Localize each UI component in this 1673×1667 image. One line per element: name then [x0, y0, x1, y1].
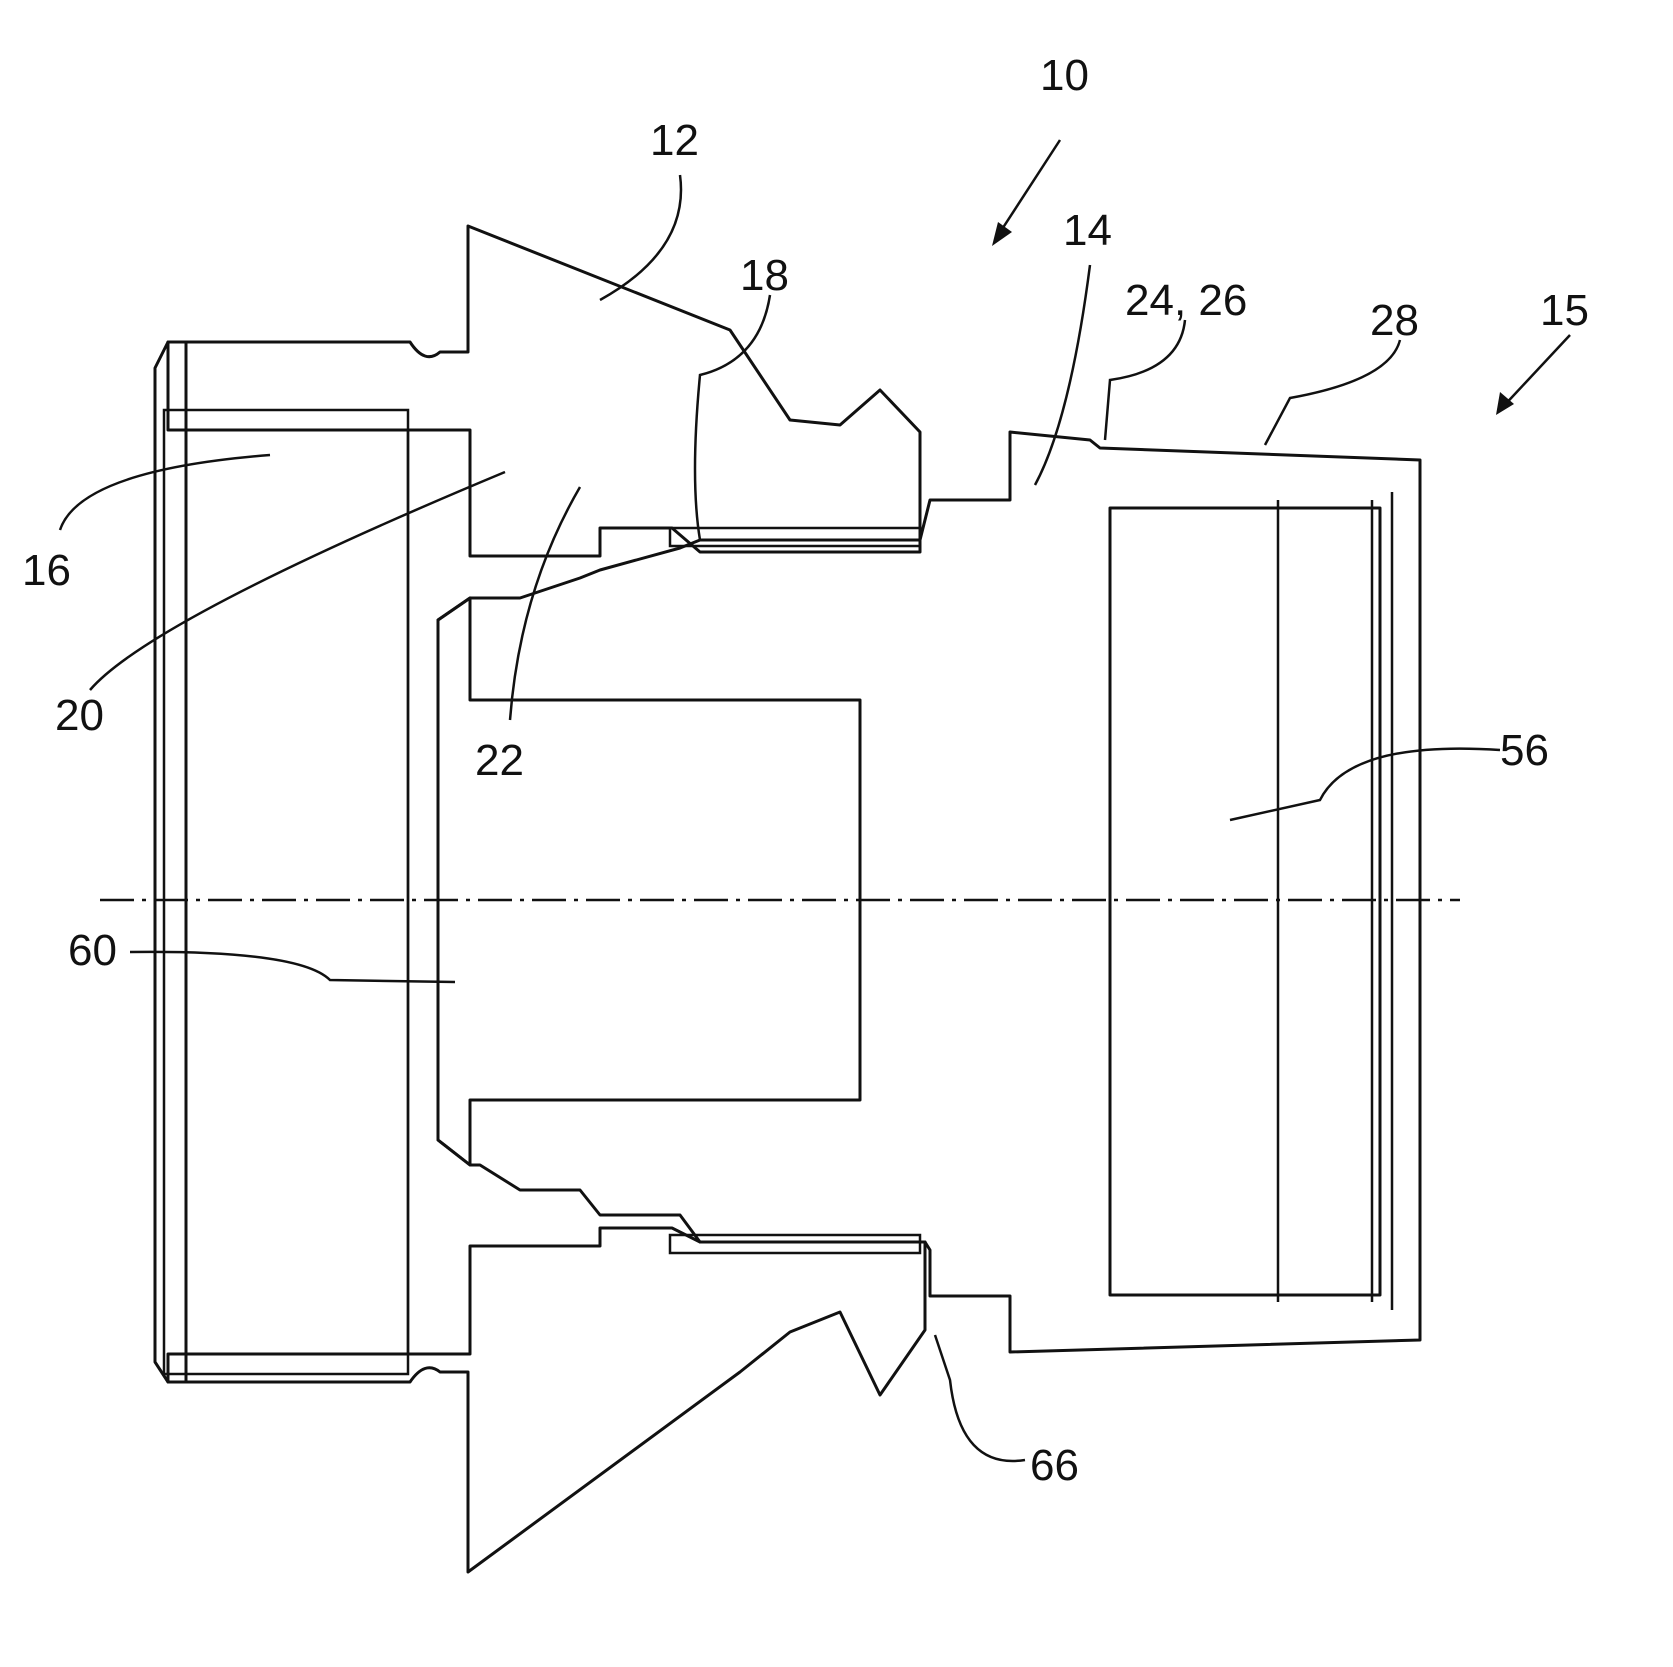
- ref-18: 18: [740, 251, 789, 300]
- ref-12: 12: [650, 116, 699, 165]
- right-bore: [1110, 508, 1380, 1295]
- ref-16: 16: [22, 546, 71, 595]
- ref-66: 66: [1030, 1441, 1079, 1490]
- groove-upper: [670, 528, 920, 546]
- outer-sleeve-lower: [168, 1228, 925, 1572]
- inner-body: [438, 432, 1420, 1352]
- ref-22: 22: [475, 736, 524, 785]
- left-bore-inner: [164, 410, 408, 1374]
- central-bore: [438, 598, 860, 1165]
- ref-10: 10: [1040, 51, 1089, 100]
- ref-15: 15: [1540, 286, 1589, 335]
- leader-10: [995, 140, 1060, 240]
- outer-sleeve-upper: [168, 226, 920, 556]
- leader-24-26: [1105, 320, 1185, 440]
- ref-14: 14: [1063, 206, 1112, 255]
- leader-12: [600, 175, 681, 300]
- leader-15: [1500, 335, 1570, 410]
- leader-28: [1265, 340, 1400, 445]
- leader-lines: [60, 140, 1570, 1461]
- leader-66: [935, 1335, 1025, 1461]
- leader-56: [1230, 749, 1500, 820]
- arrowhead-15: [1496, 392, 1514, 415]
- ref-24-26: 24, 26: [1125, 276, 1247, 325]
- left-end-wall: [155, 342, 186, 1382]
- arrowhead-10: [992, 222, 1012, 246]
- leader-20: [90, 472, 505, 690]
- left-bore: [186, 430, 408, 1354]
- ref-20: 20: [55, 691, 104, 740]
- leader-22: [510, 487, 580, 720]
- leader-60: [130, 952, 455, 982]
- ref-28: 28: [1370, 296, 1419, 345]
- ref-56: 56: [1500, 726, 1549, 775]
- leader-14: [1035, 265, 1090, 485]
- ref-60: 60: [68, 926, 117, 975]
- groove-lower: [670, 1235, 920, 1253]
